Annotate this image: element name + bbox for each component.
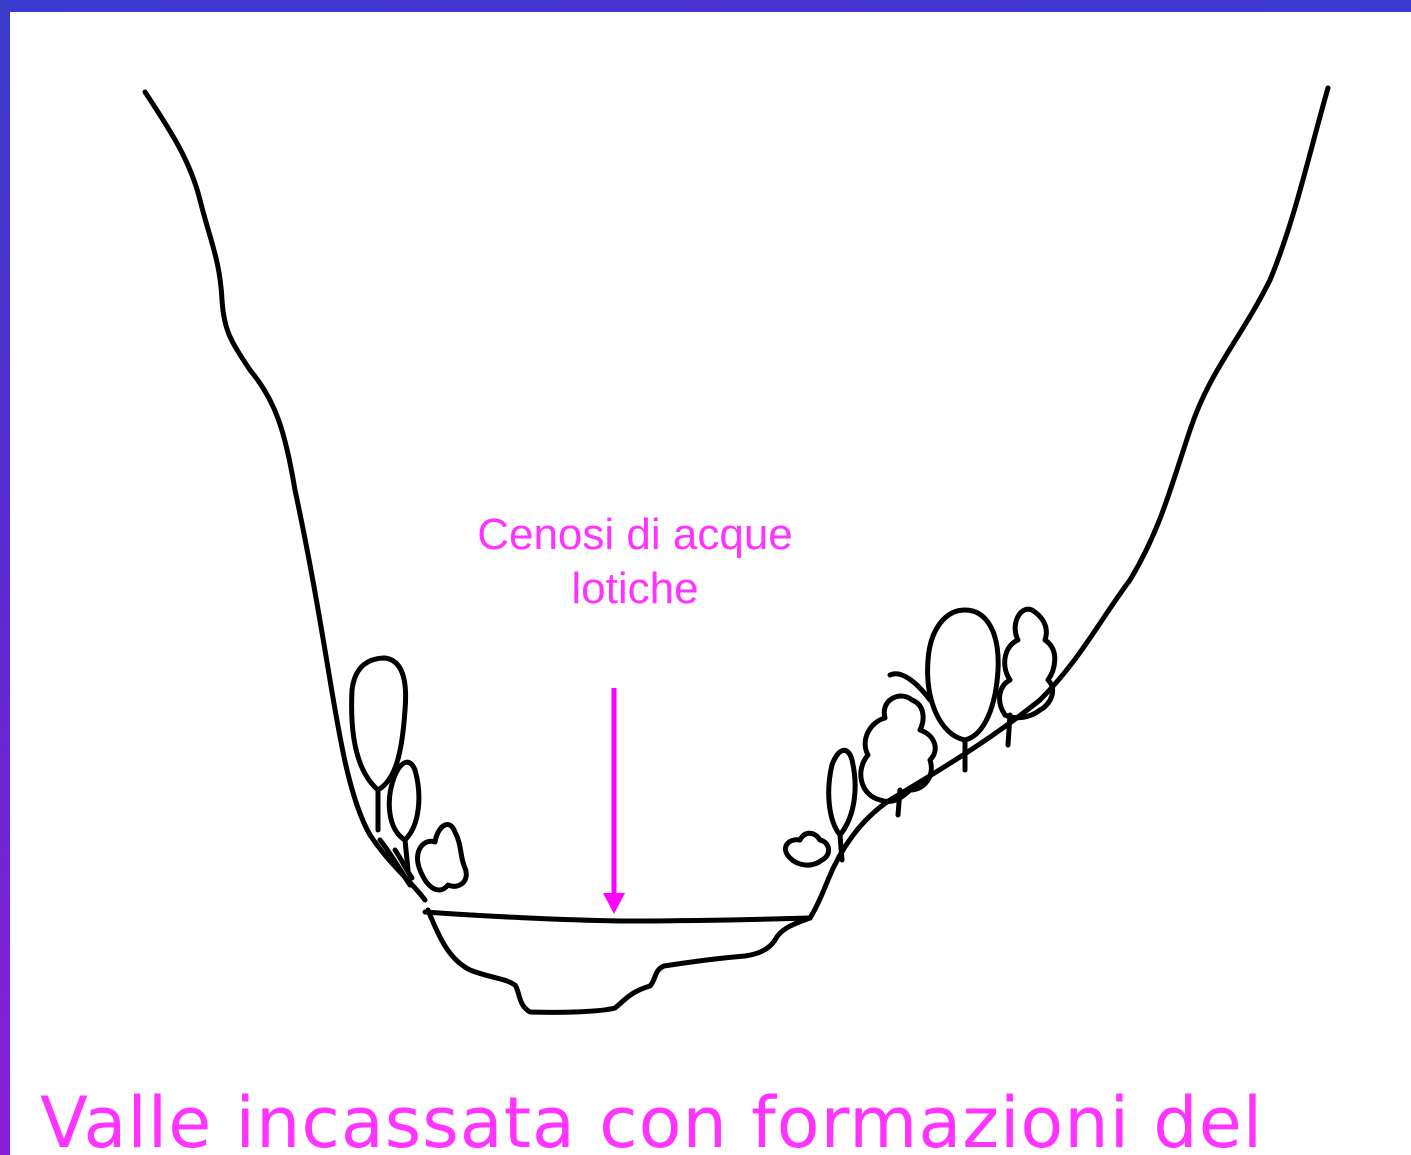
slide-caption: Valle incassata con formazioni del — [40, 1078, 1411, 1155]
left-bush — [418, 825, 467, 890]
right-bush-top — [1000, 609, 1055, 718]
annotation-label: Cenosi di acque lotiche — [420, 508, 850, 616]
left-valley-wall — [145, 92, 425, 900]
riverbed — [428, 910, 810, 1012]
annotation-line-2: lotiche — [420, 562, 850, 616]
water-surface — [425, 912, 810, 921]
left-tree-mid — [389, 762, 419, 840]
right-bush-mid — [861, 696, 935, 801]
annotation-line-1: Cenosi di acque — [420, 508, 850, 562]
right-tree-slim — [829, 750, 855, 835]
right-tree-round — [928, 610, 999, 740]
right-valley-wall — [810, 88, 1328, 918]
annotation-arrow — [603, 688, 625, 914]
right-small-shrub — [785, 833, 828, 865]
